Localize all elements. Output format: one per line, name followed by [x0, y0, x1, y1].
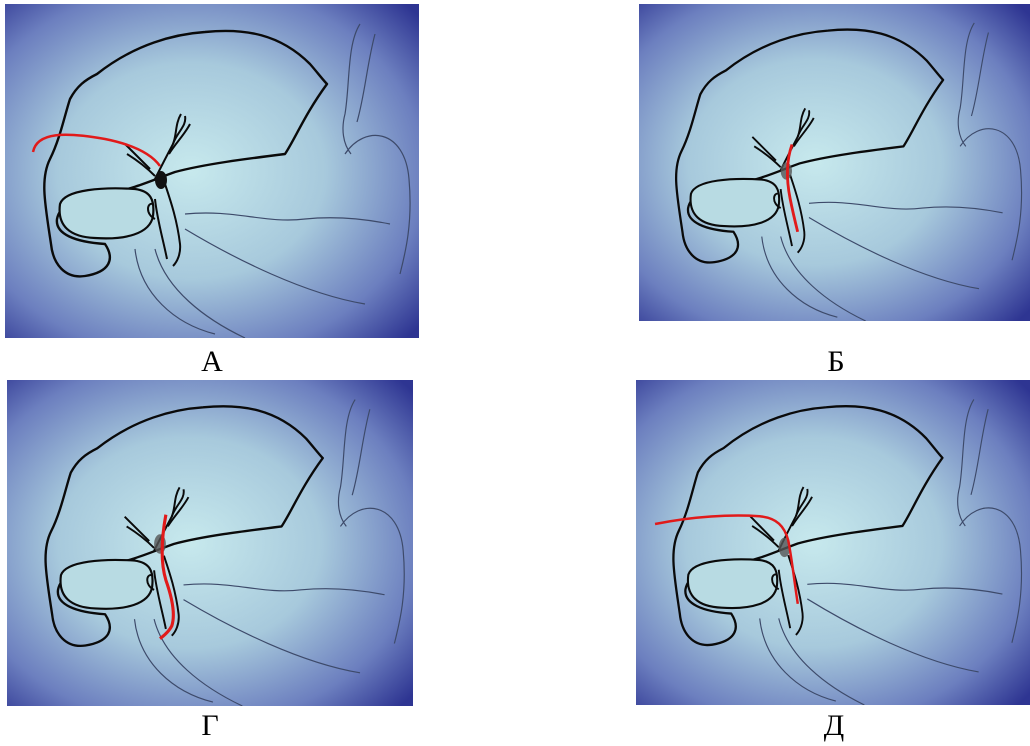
panel-d-illustration: [636, 380, 1030, 705]
panel-b-label: Б: [806, 345, 866, 379]
panel-g-label: Г: [180, 709, 240, 743]
panel-a-label: А: [182, 345, 242, 379]
panel-g-illustration: [7, 380, 413, 706]
panel-d-label: Д: [804, 709, 864, 743]
panel-a-illustration: [5, 4, 419, 338]
panel-b-illustration: [639, 4, 1030, 321]
